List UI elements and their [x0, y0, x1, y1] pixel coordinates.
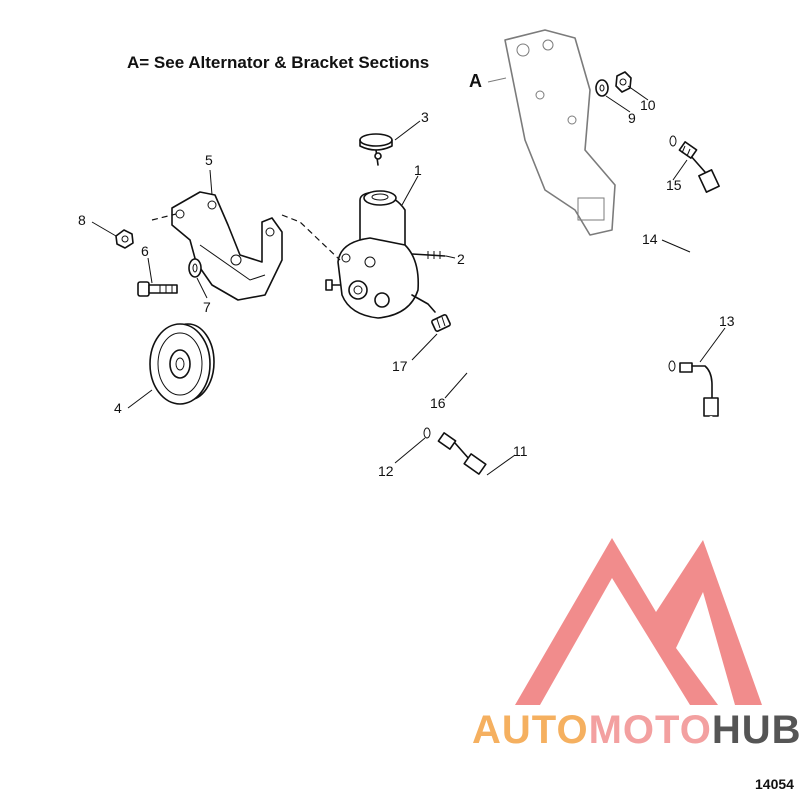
- stud-part-2: [411, 251, 446, 259]
- o-ring-part-13: [668, 360, 719, 417]
- washer-part-7: [188, 258, 202, 278]
- hose-part-11: [437, 416, 713, 520]
- callout-11: 11: [513, 443, 528, 459]
- o-ring-part-15: [669, 135, 698, 159]
- pulley-part-4: [149, 323, 215, 405]
- watermark-part-auto: AUTO: [472, 708, 589, 752]
- callout-16: 16: [430, 395, 446, 411]
- hose-part-14: [496, 154, 720, 304]
- o-ring-part-12: [423, 427, 431, 439]
- washer-part-9: [595, 79, 609, 97]
- alternator-bracket-part: [487, 29, 616, 236]
- callout-1: 1: [414, 162, 422, 178]
- callout-13: 13: [719, 313, 735, 329]
- callout-8: 8: [78, 212, 86, 228]
- watermark-logo-icon: [515, 538, 762, 705]
- callout-4: 4: [114, 400, 122, 416]
- callout-9: 9: [628, 110, 636, 126]
- callout-14: 14: [642, 231, 658, 247]
- callout-12: 12: [378, 463, 394, 479]
- callout-10: 10: [640, 97, 656, 113]
- callout-15: 15: [666, 177, 682, 193]
- callout-3: 3: [421, 109, 429, 125]
- callout-5: 5: [205, 152, 213, 168]
- callout-2: 2: [457, 251, 465, 267]
- callout-7: 7: [203, 299, 211, 315]
- nut-part-8: [115, 229, 134, 249]
- callout-17: 17: [392, 358, 408, 374]
- pump-bracket-part-5: [171, 191, 283, 301]
- nut-part-10: [615, 71, 632, 93]
- watermark-text: AUTOMOTOHUB: [472, 708, 800, 752]
- watermark-part-hub: HUB: [712, 708, 800, 752]
- ref-letter-a: A: [469, 71, 482, 91]
- leader-lines: [91, 85, 726, 476]
- watermark-part-moto: MOTO: [589, 708, 712, 752]
- section-note: A= See Alternator & Bracket Sections: [127, 53, 429, 72]
- fitting-part-17: [431, 314, 451, 332]
- hose-part-16: [453, 291, 716, 391]
- figure-number: 14054: [755, 776, 794, 792]
- power-steering-pump-part-1: [325, 190, 436, 319]
- callout-6: 6: [141, 243, 149, 259]
- reservoir-cap-part-3: [359, 133, 393, 166]
- bolt-part-6: [137, 281, 178, 297]
